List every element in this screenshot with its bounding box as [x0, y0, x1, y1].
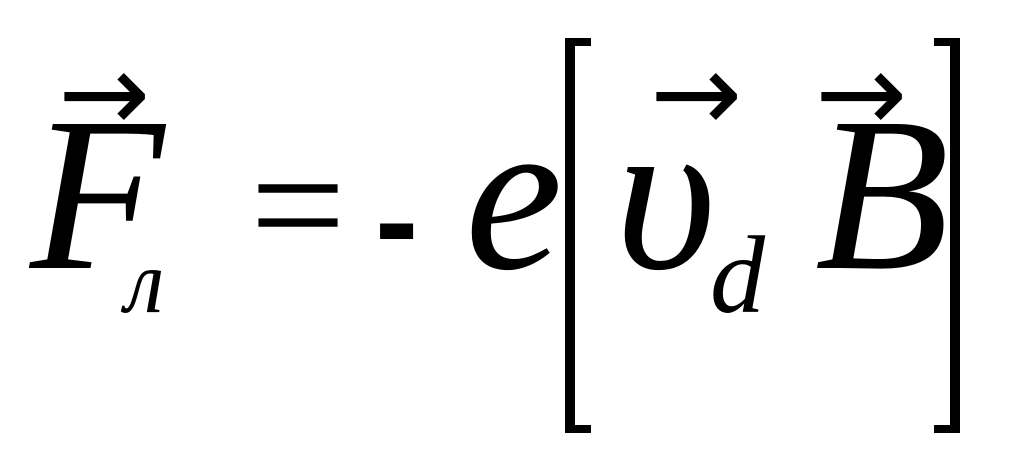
minus-sign: -	[375, 147, 419, 293]
vector-arrow-icon: →	[815, 29, 908, 157]
charge-symbol: e	[465, 72, 563, 316]
vector-arrow-icon: →	[58, 29, 151, 157]
force-symbol: F	[30, 72, 165, 316]
equals-sign: =	[250, 111, 346, 299]
force-subscript: л	[125, 233, 165, 332]
velocity-subscript: d	[710, 214, 765, 336]
velocity-symbol: υ	[615, 72, 716, 316]
vector-arrow-icon: →	[650, 29, 743, 157]
field-symbol: B	[815, 72, 950, 316]
